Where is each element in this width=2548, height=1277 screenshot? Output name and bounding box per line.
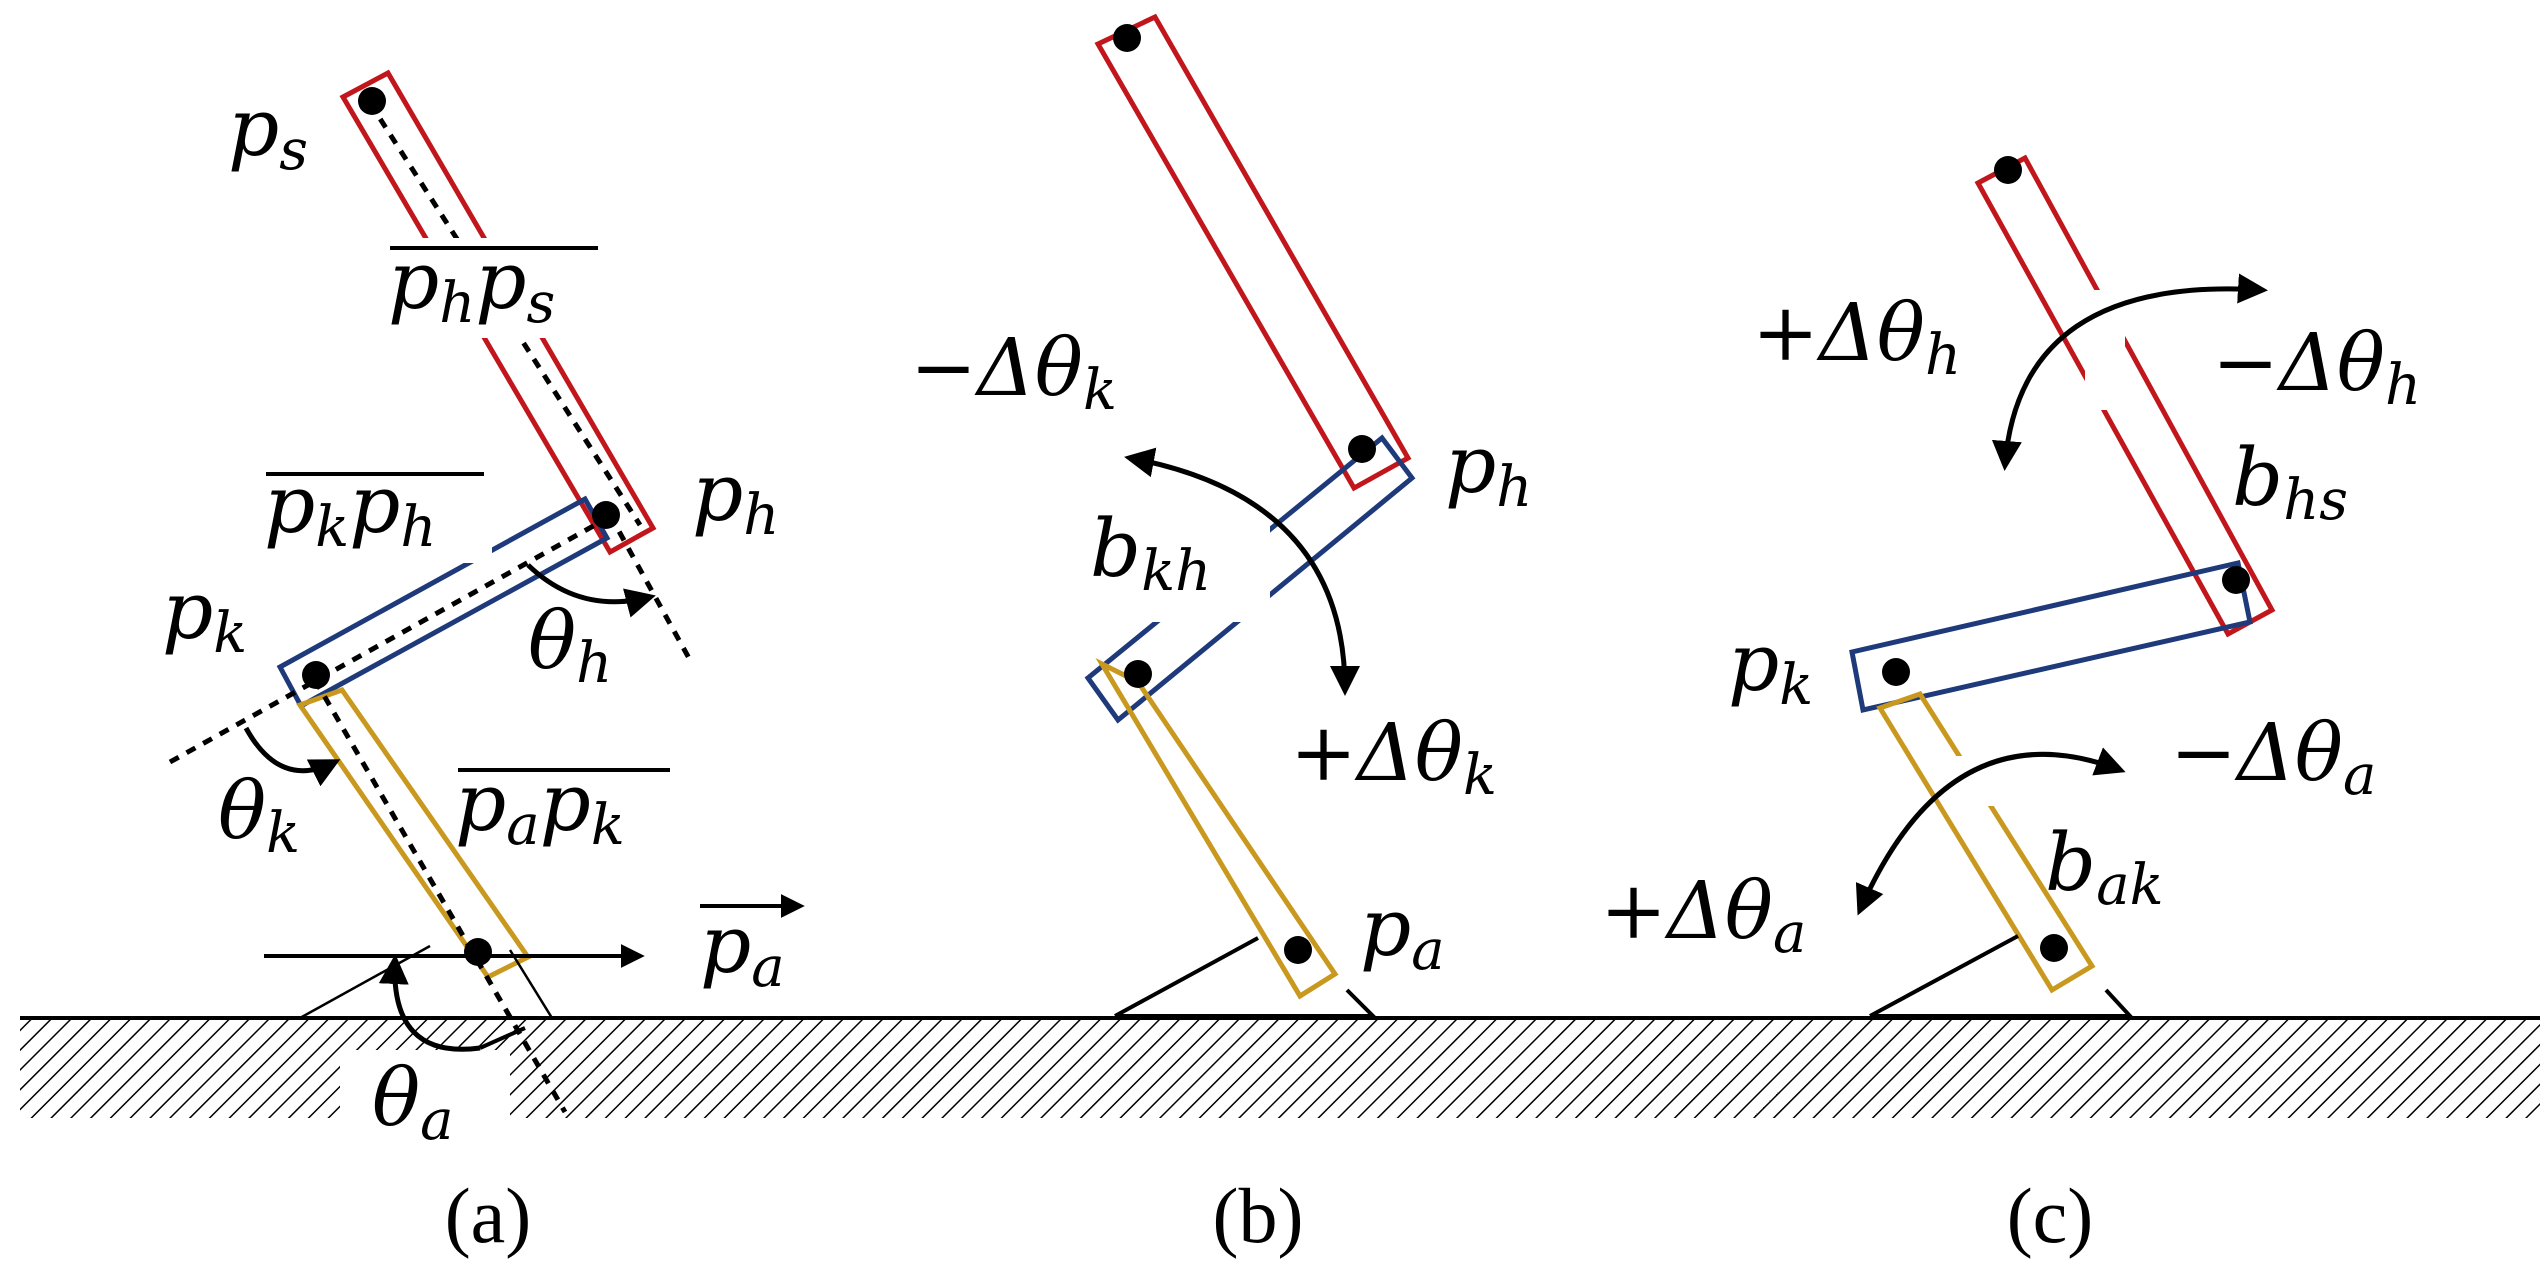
label-plus-dtheta-h: +Δθh <box>1752 286 1961 388</box>
label-vector-pa: pa <box>700 894 805 1000</box>
svg-text:phps: phps <box>388 234 555 336</box>
svg-text:papk: papk <box>455 756 625 858</box>
panel-c: +Δθh −Δθh bhs pk −Δθa bak +Δθa (c) <box>1600 154 2421 1259</box>
theta-h-arc <box>526 563 656 618</box>
label-minus-dtheta-a: −Δθa <box>2170 706 2376 808</box>
knee-rotation-arrow <box>1124 447 1360 696</box>
middle-segment <box>1849 559 2253 714</box>
joint-knee <box>1124 660 1152 688</box>
label-theta-a: θa <box>372 1051 454 1153</box>
label-p-a: pa <box>1360 881 1445 983</box>
caption-a: (a) <box>445 1172 532 1259</box>
label-b-ak: bak <box>2045 816 2164 918</box>
label-minus-dtheta-k: −Δθk <box>910 321 1117 423</box>
caption-c: (c) <box>2007 1172 2094 1259</box>
joint-ankle <box>2040 934 2068 962</box>
label-theta-k: θk <box>218 764 300 866</box>
joint-ankle <box>464 938 492 966</box>
panel-a: ps phps pkph ph pk θh θk papk pa θa (a) <box>162 69 805 1259</box>
label-segment-kh: pkph <box>264 458 484 560</box>
foot-triangle <box>1114 936 1259 1018</box>
label-segment-ak: papk <box>455 756 670 858</box>
label-p-h: ph <box>1445 418 1532 520</box>
joint-hip <box>592 501 620 529</box>
joint-shoulder <box>1994 156 2022 184</box>
axis-middle <box>168 517 606 765</box>
label-p-k: pk <box>1728 616 1813 718</box>
caption-b: (b) <box>1213 1172 1304 1259</box>
foot-base <box>1115 988 1378 1018</box>
label-p-s: ps <box>228 81 308 183</box>
axis-lower <box>312 678 568 1114</box>
ankle-rotation-arrow <box>1855 747 2126 916</box>
label-minus-dtheta-h: −Δθh <box>2212 316 2421 418</box>
joint-hip <box>2222 566 2250 594</box>
joint-hip <box>1348 435 1376 463</box>
label-b-kh: bkh <box>1090 502 1211 604</box>
svg-text:pkph: pkph <box>264 458 436 560</box>
joint-shoulder <box>358 87 386 115</box>
theta-a-arc-tick <box>479 1026 526 1050</box>
foot-triangle <box>1869 934 2019 1018</box>
hip-rotation-arrow <box>1991 273 2268 471</box>
foot-base <box>1870 988 2135 1018</box>
axis-upper-extension <box>607 513 693 662</box>
foot-line-right <box>508 949 554 1019</box>
upper-segment <box>1094 13 1412 492</box>
joint-knee <box>1882 658 1910 686</box>
joint-shoulder <box>1113 24 1141 52</box>
label-b-hs: bhs <box>2232 431 2348 533</box>
theta-a-arc <box>378 954 481 1052</box>
upper-segment <box>339 69 657 556</box>
label-segment-hs: phps <box>388 234 598 336</box>
joint-ankle <box>1284 936 1312 964</box>
label-plus-dtheta-k: +Δθk <box>1290 706 1497 808</box>
panel-b: −Δθk ph bkh +Δθk pa (b) <box>910 13 1532 1259</box>
joint-knee <box>302 661 330 689</box>
label-p-k: pk <box>162 564 247 666</box>
svg-text:pa: pa <box>700 898 785 1000</box>
theta-k-arc <box>243 726 341 787</box>
label-p-h: ph <box>692 446 779 548</box>
label-plus-dtheta-a: +Δθa <box>1600 864 1806 966</box>
theta-a-label-background <box>340 1050 510 1145</box>
label-theta-h: θh <box>528 594 612 696</box>
ground <box>20 1016 2540 1145</box>
